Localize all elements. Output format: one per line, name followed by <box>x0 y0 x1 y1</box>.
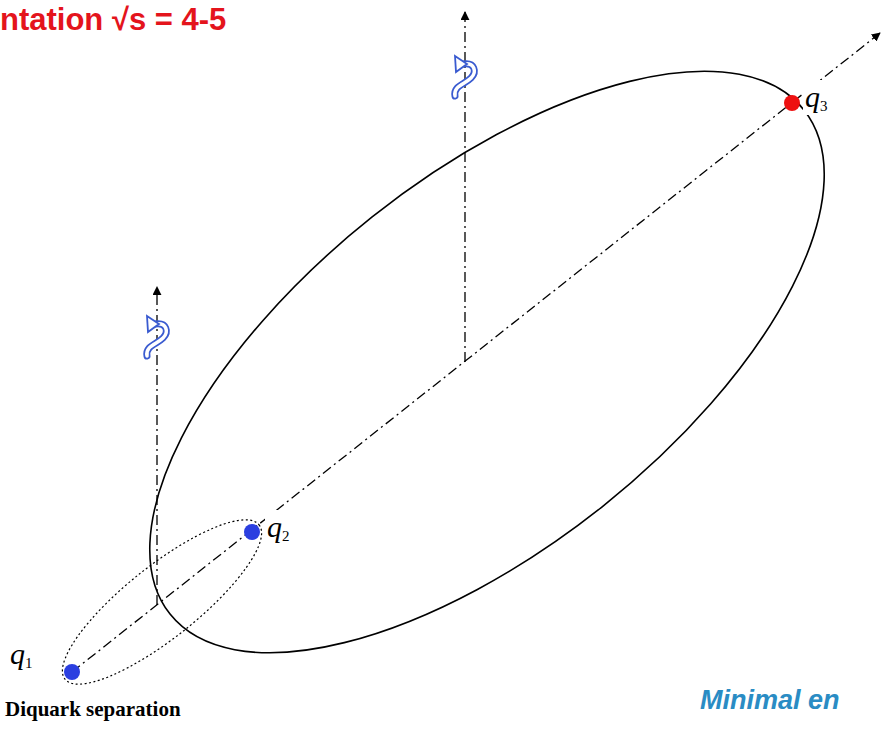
quark-dot <box>244 524 260 540</box>
quark-label: q3 <box>803 80 830 115</box>
string-ellipse <box>55 0 884 745</box>
rotation-symbol <box>455 56 474 96</box>
quark-label: q1 <box>8 637 35 672</box>
quark-dot <box>64 664 80 680</box>
axis-line <box>72 33 880 672</box>
note-label: Minimal en <box>700 686 840 716</box>
quark-dot <box>784 95 800 111</box>
quark-label: q2 <box>265 510 292 545</box>
diquark-ellipse <box>43 497 282 708</box>
heading: ntation √s = 4-5 <box>0 3 226 37</box>
caption-label: Diquark separation <box>5 698 181 721</box>
rotation-axis <box>156 287 157 605</box>
rotation-symbol <box>147 316 166 356</box>
